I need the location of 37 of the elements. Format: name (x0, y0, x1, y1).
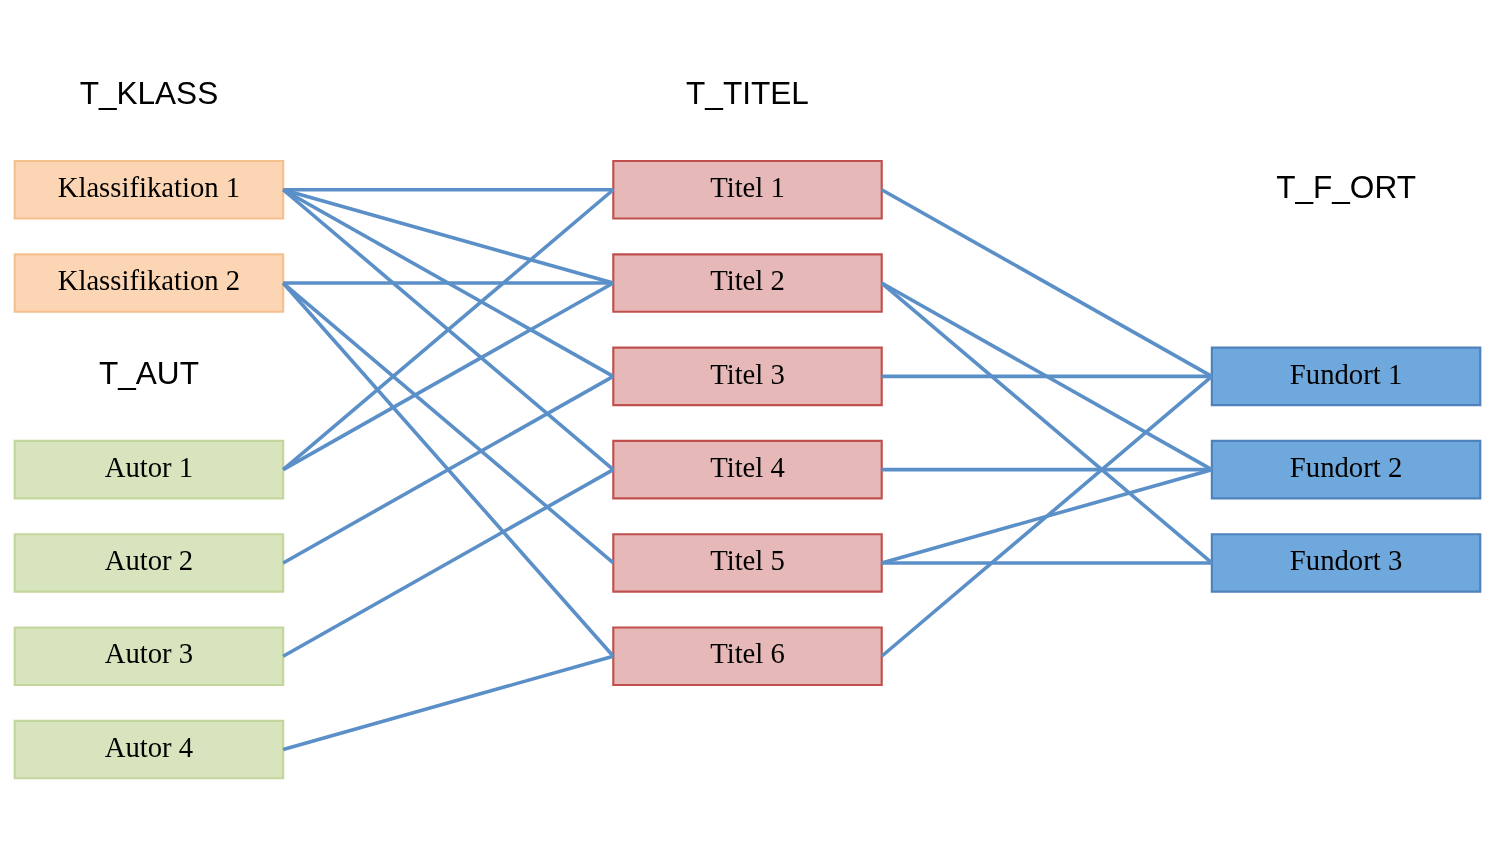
node-box: Fundort 2 (1210, 439, 1482, 499)
connector (282, 187, 615, 471)
node-box: Titel 4 (612, 439, 883, 499)
node-box: Klassifikation 2 (13, 252, 285, 313)
node-box: Titel 3 (612, 346, 883, 406)
label: T_TITEL (686, 74, 809, 111)
connector (881, 467, 1213, 565)
connector (282, 187, 615, 378)
connector (880, 281, 1213, 564)
node-box: Titel 1 (612, 159, 883, 220)
label: T_KLASS (79, 74, 219, 111)
connector (282, 281, 615, 471)
connector (283, 187, 614, 192)
connector (880, 374, 1213, 658)
node-box: Fundort 1 (1210, 346, 1482, 406)
connector (282, 654, 614, 751)
connector (881, 374, 1212, 378)
node-box: Titel 6 (612, 625, 883, 686)
connector (880, 187, 1213, 378)
connector (880, 281, 1213, 471)
node-box: Autor 4 (13, 719, 285, 779)
label: T_F_ORT (1276, 168, 1416, 205)
node-box: Fundort 3 (1210, 532, 1482, 593)
node-box: Titel 2 (612, 252, 883, 313)
connector (283, 280, 614, 285)
node-box: Autor 3 (13, 625, 285, 686)
connector (881, 560, 1212, 565)
node-box: Autor 1 (13, 439, 285, 499)
node-box: Autor 2 (13, 532, 285, 593)
connector (282, 281, 615, 564)
connector (282, 467, 615, 658)
connector (282, 374, 615, 564)
label: T_AUT (98, 354, 199, 391)
connector (282, 187, 614, 285)
node-box: Klassifikation 1 (13, 159, 285, 220)
node-box: Titel 5 (612, 532, 883, 593)
connector (281, 281, 615, 657)
